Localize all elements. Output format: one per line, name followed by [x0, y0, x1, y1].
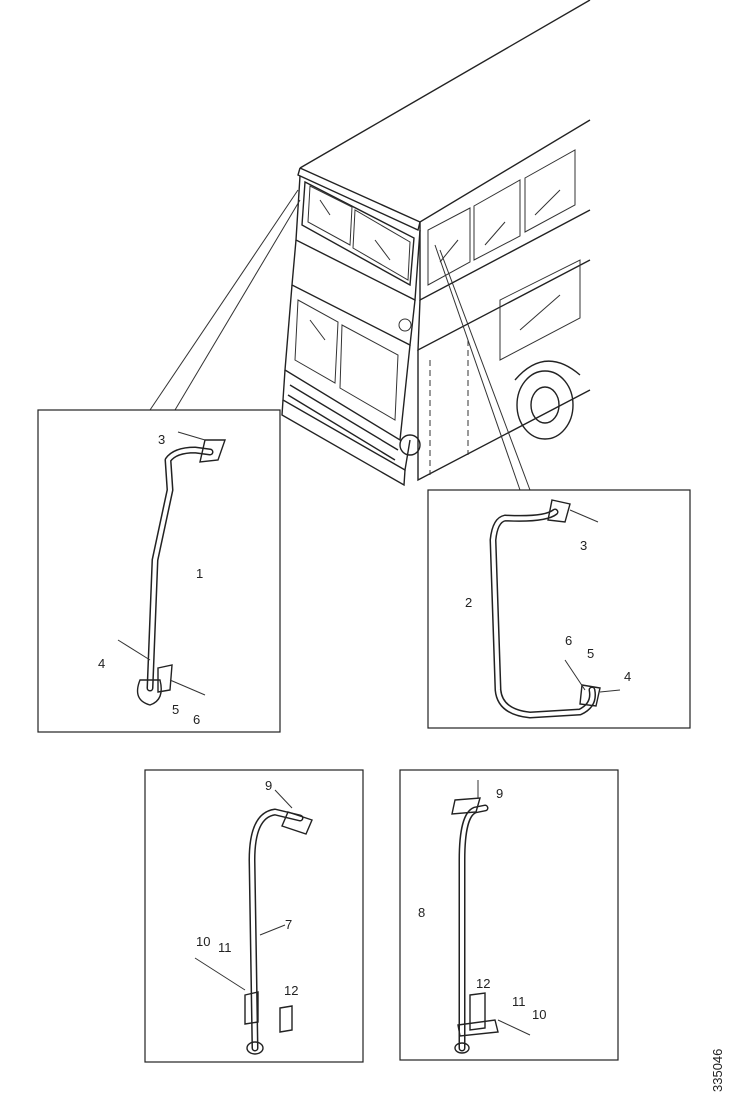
detail-box-front-rail: 3 1 4 5 6	[37, 409, 281, 733]
detail-box-rail-8: 9 8 12 11 10	[399, 769, 619, 1061]
callout-1: 1	[196, 566, 203, 581]
callout-5: 5	[587, 646, 594, 661]
callout-2: 2	[465, 595, 472, 610]
callout-7: 7	[285, 917, 292, 932]
callout-12: 12	[284, 983, 298, 998]
callout-12: 12	[476, 976, 490, 991]
leader-lines	[149, 189, 531, 491]
callout-6: 6	[565, 633, 572, 648]
callout-8: 8	[418, 905, 425, 920]
callout-10: 10	[196, 934, 210, 949]
callout-4: 4	[624, 669, 631, 684]
callout-11: 11	[218, 940, 232, 955]
callout-5: 5	[172, 702, 179, 717]
callout-4: 4	[98, 656, 105, 671]
detail-box-rail-7: 9 7 10 11 12	[144, 769, 364, 1063]
reference-code: 335046	[710, 1049, 725, 1092]
detail-box-side-rail: 3 2 6 5 4	[427, 489, 691, 729]
callout-10: 10	[532, 1007, 546, 1022]
callout-9: 9	[265, 778, 272, 793]
callout-3: 3	[158, 432, 165, 447]
bus-illustration	[281, 0, 591, 487]
callout-11: 11	[512, 994, 526, 1009]
callout-3: 3	[580, 538, 587, 553]
callout-6: 6	[193, 712, 200, 727]
callout-9: 9	[496, 786, 503, 801]
